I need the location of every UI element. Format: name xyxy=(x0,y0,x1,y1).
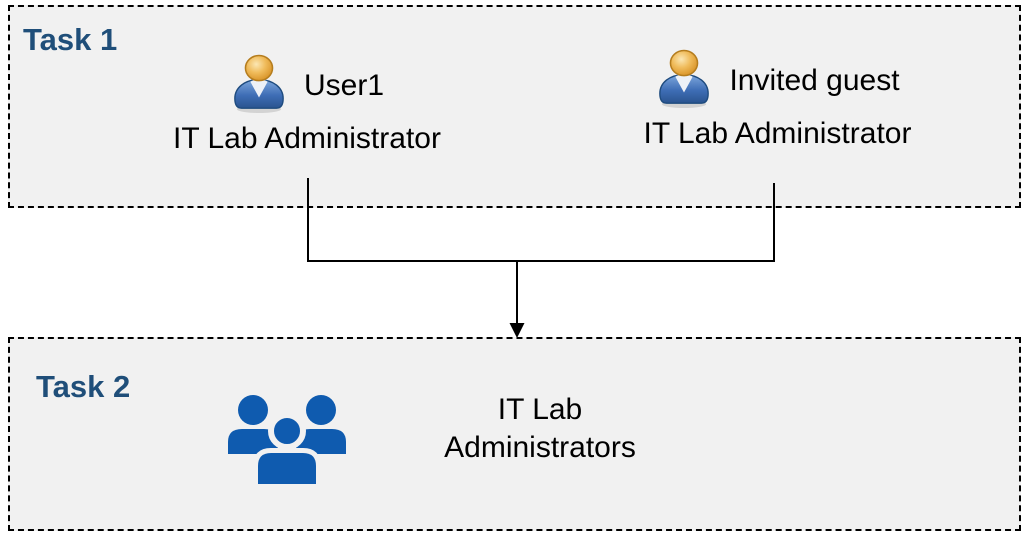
task2-box: Task 2 IT Lab Administrators xyxy=(8,337,1021,531)
person-icon xyxy=(655,48,713,115)
person-invited-guest: Invited guest IT Lab Administrator xyxy=(590,49,965,151)
group-name-line2: Administrators xyxy=(444,431,636,464)
person-icon xyxy=(230,53,288,120)
group-name: IT Lab Administrators xyxy=(400,391,680,467)
task2-label: Task 2 xyxy=(36,369,131,404)
person-user1: User1 IT Lab Administrator xyxy=(142,54,472,156)
group-name-line1: IT Lab xyxy=(497,393,583,426)
person-role: IT Lab Administrator xyxy=(643,117,912,150)
arrow-down-icon xyxy=(509,323,525,338)
task1-box: Task 1 User1 IT Lab Administrator xyxy=(8,5,1021,208)
person-role: IT Lab Administrator xyxy=(173,122,441,155)
person-name: User1 xyxy=(303,69,385,102)
people-group-icon xyxy=(220,392,354,487)
person-name: Invited guest xyxy=(729,64,900,97)
task1-label: Task 1 xyxy=(23,22,118,57)
